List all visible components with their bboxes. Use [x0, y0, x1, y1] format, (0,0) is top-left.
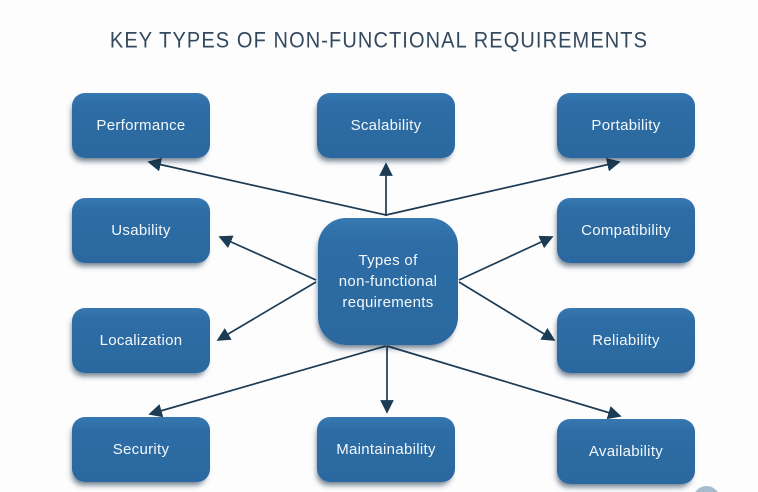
node-label: Maintainability: [336, 441, 436, 458]
node-reliability: Reliability: [557, 308, 695, 373]
node-usability: Usability: [72, 198, 210, 263]
node-localization: Localization: [72, 308, 210, 373]
node-compatibility: Compatibility: [557, 198, 695, 263]
arrow-center-to-localization: [216, 281, 317, 341]
node-label: Availability: [588, 443, 664, 460]
watermark-circle-arc: [693, 486, 720, 492]
node-maintainability: Maintainability: [317, 417, 455, 482]
node-performance: Performance: [72, 93, 210, 158]
diagram-title: KEY TYPES OF NON-FUNCTIONAL REQUIREMENTS: [109, 28, 649, 54]
arrow-center-to-reliability: [458, 281, 556, 341]
node-security: Security: [72, 417, 210, 482]
node-label: Compatibility: [581, 222, 671, 239]
node-availability: Availability: [557, 419, 695, 484]
node-label: Portability: [591, 117, 661, 134]
node-label: Security: [112, 441, 170, 458]
node-label: Reliability: [592, 332, 660, 349]
node-label: Performance: [96, 117, 186, 134]
node-scalability: Scalability: [317, 93, 455, 158]
node-center-types: Types of non-functional requirements: [318, 218, 458, 345]
arrow-center-to-compatibility: [458, 235, 554, 281]
center-label-line2: non-functional: [338, 273, 438, 290]
arrow-center-to-usability: [218, 235, 317, 281]
node-label: Localization: [99, 332, 183, 349]
center-label-line3: requirements: [342, 294, 434, 311]
node-label: Usability: [111, 222, 171, 239]
node-portability: Portability: [557, 93, 695, 158]
node-label: Scalability: [350, 117, 422, 134]
center-label-line1: Types of: [358, 252, 418, 269]
